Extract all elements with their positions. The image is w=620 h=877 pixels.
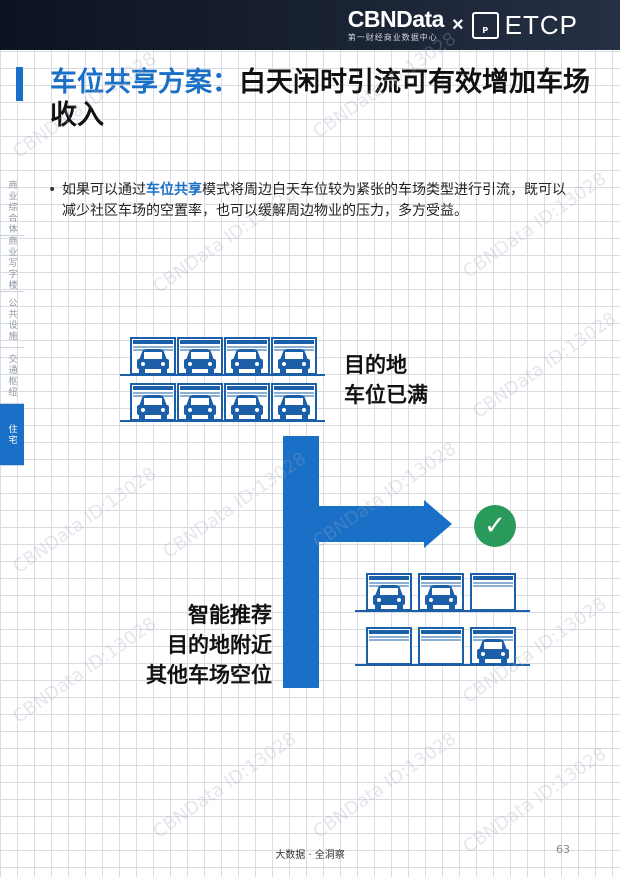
destination-full-label: 目的地 车位已满 [344,350,428,410]
page-header: CBNData 第一财经商业数据中心 × P ETCP [0,0,620,50]
bullet-text: 如果可以通过车位共享模式将周边白天车位较为紧张的车场类型进行引流，既可以减少社区… [62,180,568,222]
side-nav-item-office[interactable]: 商业写字楼 [0,236,24,292]
page-number: 63 [556,843,570,856]
full-garage-row-bottom [120,383,325,422]
full-garage-row-top [120,337,325,376]
etcp-logo-icon: P [471,11,499,39]
smart-recommend-label: 智能推荐 目的地附近 其他车场空位 [110,600,272,690]
cbndata-name: CBNData [347,6,445,32]
destination-full-line2: 车位已满 [344,383,428,407]
check-icon: ✓ [474,505,516,547]
bullet-before: 如果可以通过 [62,182,146,198]
watermark: CBNData ID:13028 [149,728,301,843]
redirect-arrow-icon [283,436,452,688]
vacant-garage-row-bottom [355,627,530,666]
bullet-keyword: 车位共享 [146,182,202,198]
side-nav-item-commercial-complex[interactable]: 商业综合体 [0,180,24,236]
title-accent-bar [16,67,23,101]
etcp-name: ETCP [504,9,578,40]
title-highlight: 车位共享方案： [50,67,239,98]
watermark: CBNData ID:13028 [469,308,620,423]
watermark: CBNData ID:13028 [309,728,461,843]
recommend-line3: 其他车场空位 [146,663,272,687]
recommend-line1: 智能推荐 [188,603,272,627]
bullet-after: 模式将周边白天车位较为紧张的车场类型进行引流，既可以减少社区车场的空置率，也可以… [62,182,566,219]
watermark: CBNData ID:13028 [159,448,311,563]
cbndata-subtitle: 第一财经商业数据中心 [347,33,438,42]
watermark: CBNData ID:13028 [9,463,161,578]
watermark: CBNData ID:13028 [459,593,611,708]
brand-logos: CBNData 第一财经商业数据中心 × P ETCP [348,7,578,43]
watermark: CBNData ID:13028 [309,438,461,553]
cbndata-logo: CBNData 第一财经商业数据中心 [347,6,445,42]
side-nav: 商业综合体 商业写字楼 公共设施 交通枢纽 住宅 [0,180,24,466]
bullet-marker: • [48,182,57,198]
title-rest: 白天闲时引流可有效增加车场收入 [50,67,590,131]
bullet-paragraph: • 如果可以通过车位共享模式将周边白天车位较为紧张的车场类型进行引流，既可以减少… [48,180,568,222]
times-sign: × [451,13,464,36]
footer-slogan: 大数据 · 全洞察 [275,850,345,861]
destination-full-line1: 目的地 [344,353,407,377]
watermark: CBNData ID:13028 [459,743,611,858]
recommend-line2: 目的地附近 [167,633,272,657]
side-nav-item-public[interactable]: 公共设施 [0,292,24,348]
side-nav-item-residential[interactable]: 住宅 [0,404,24,466]
side-nav-item-transport[interactable]: 交通枢纽 [0,348,24,404]
vacant-garage-row-top [355,573,530,612]
page-title: 车位共享方案：白天闲时引流可有效增加车场收入 [50,66,590,132]
